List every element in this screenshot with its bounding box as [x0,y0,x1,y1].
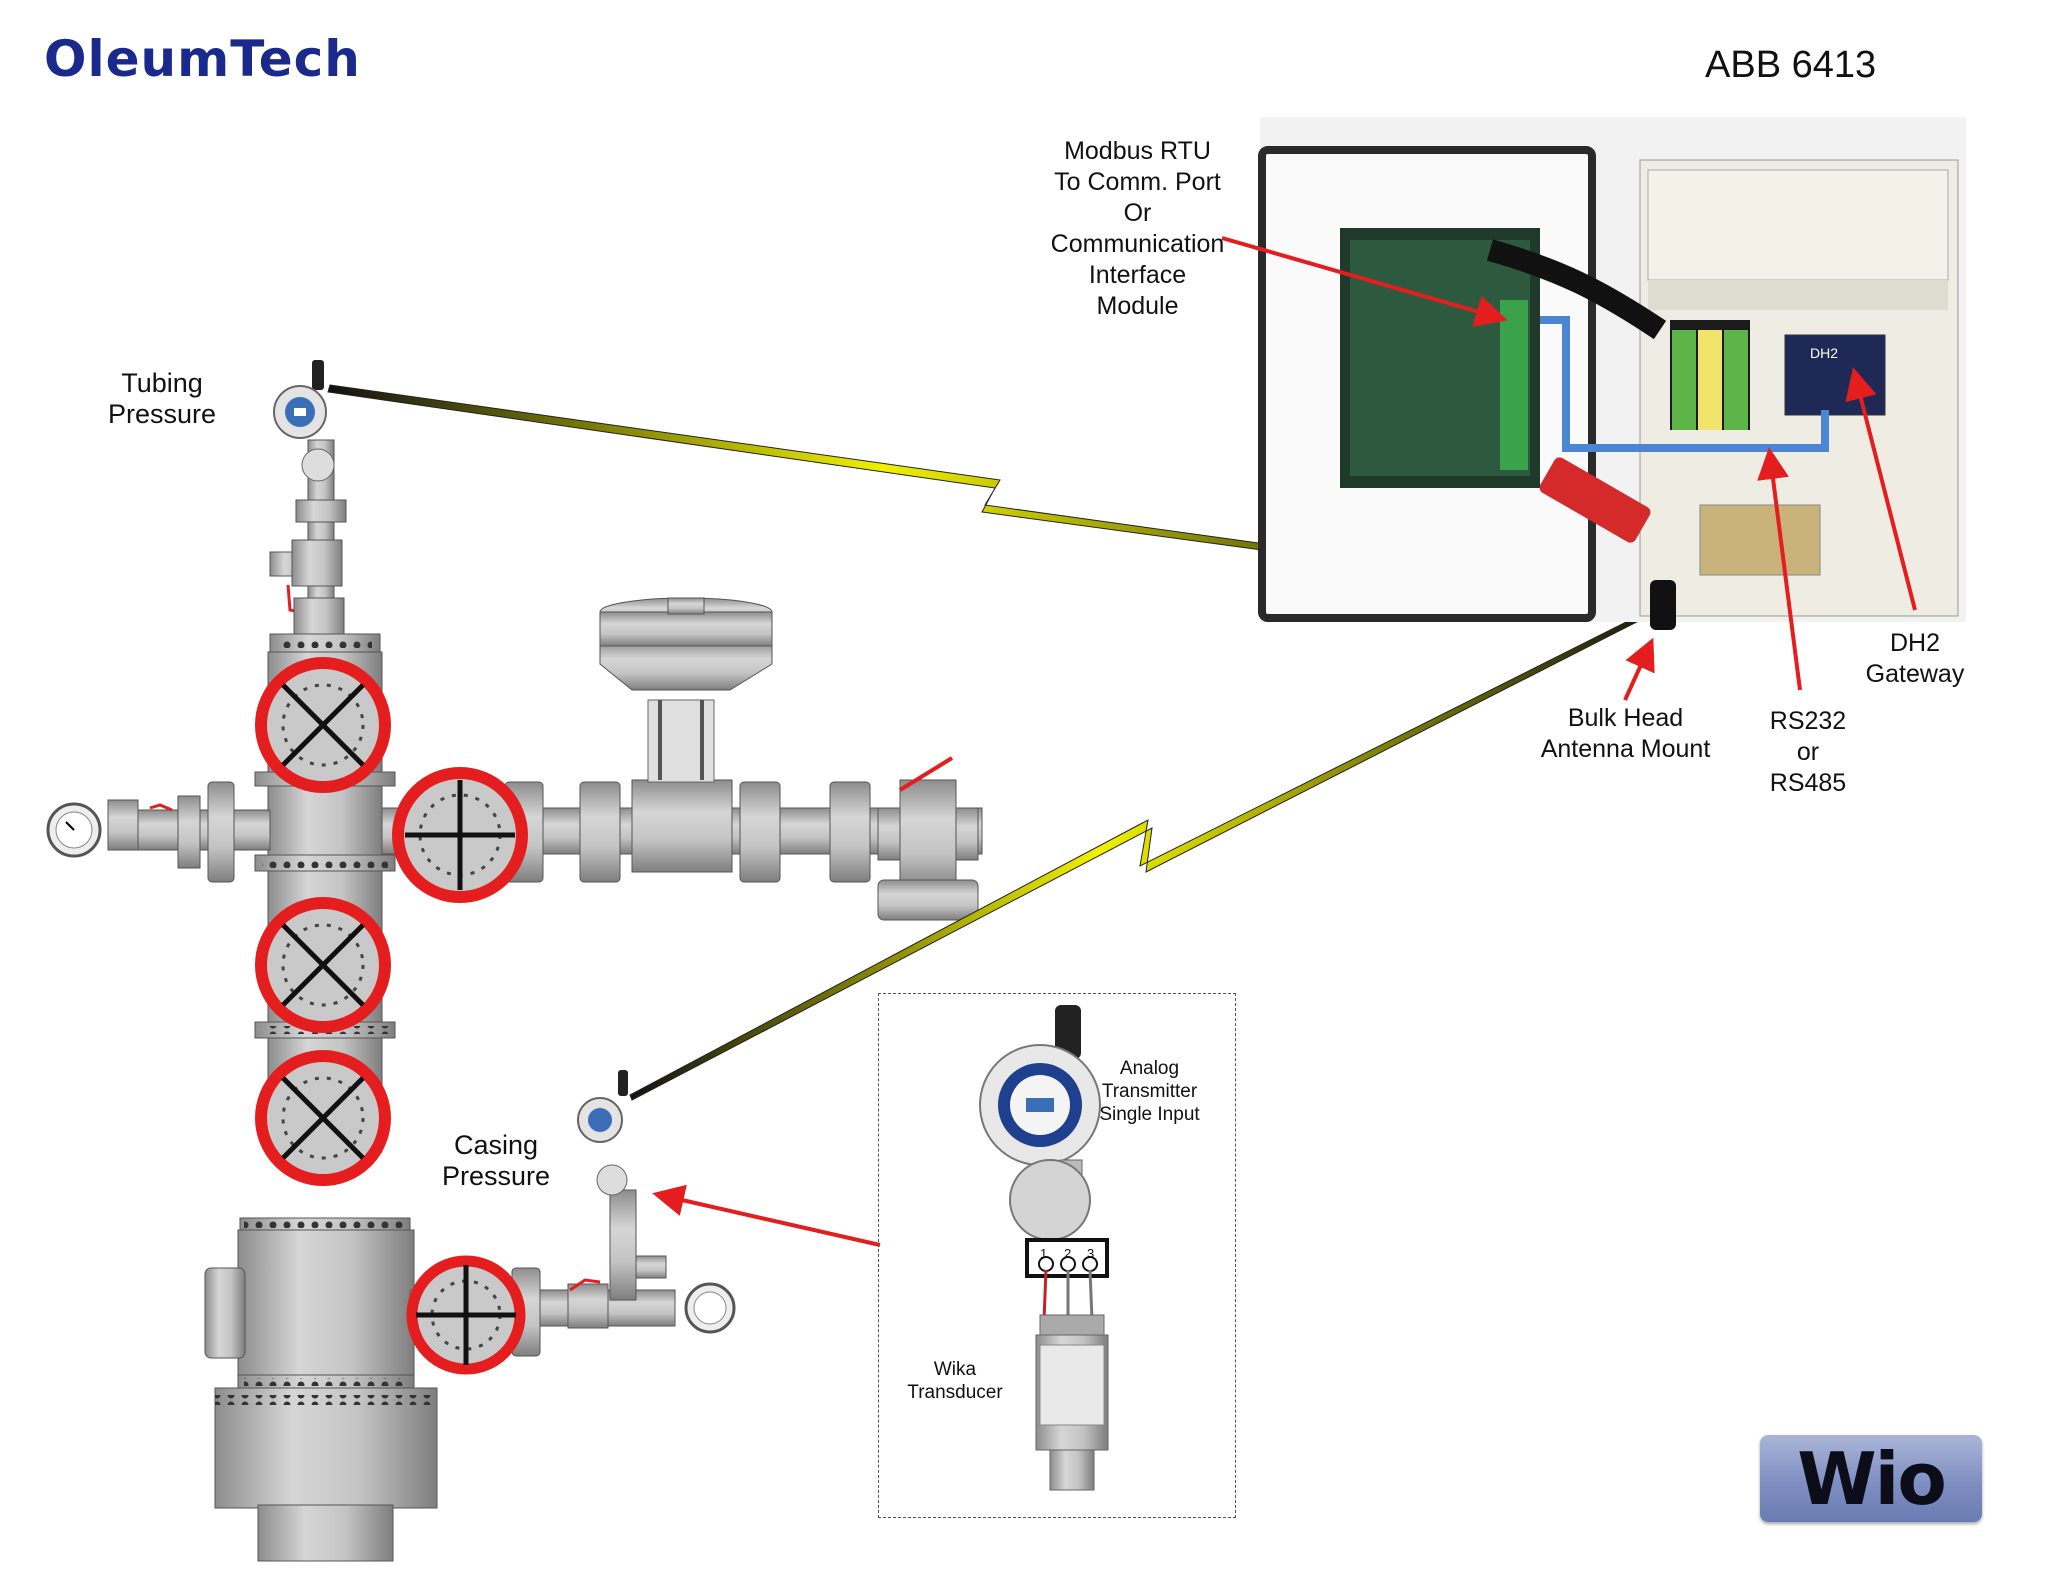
inset-box [878,993,1236,1518]
dh2-module-label: DH2 [1810,345,1838,361]
terminal-1: 1 [1040,1246,1047,1261]
oleumtech-logo: OleumTech [44,30,361,88]
tubing-pressure-label: Tubing Pressure [107,368,217,429]
wio-logo-text: Wio [1797,1437,1947,1521]
terminal-2: 2 [1064,1246,1071,1261]
wellhead-tree [46,439,983,1562]
casing-pressure-label: Casing Pressure [441,1130,551,1191]
annotation-arrows [652,236,1917,1247]
wio-logo: Wio [1760,1435,1982,1522]
valve-markers [255,657,528,1375]
valve-plus-casing [406,1255,526,1375]
valve-x-lower [255,1050,391,1186]
valve-plus-wing [392,767,528,903]
casing-transmitter [577,1070,628,1196]
dh2-gateway-label: DH2 Gateway [1865,629,1965,688]
bulk-head-label: Bulk Head Antenna Mount [1540,704,1711,763]
terminal-3: 3 [1087,1246,1094,1261]
tubing-transmitter [273,360,335,482]
rs232-label: RS232 or RS485 [1769,707,1847,797]
diagram-title: ABB 6413 [1705,44,1877,86]
abb-enclosure: DH2 [1258,117,1966,630]
inset-transmitter-assembly: 1 2 3 [979,1005,1109,1491]
wika-transducer-label: Wika Transducer [907,1359,1003,1403]
modbus-label: Modbus RTU To Comm. Port Or Communicatio… [1050,137,1225,320]
valve-x-upper [255,657,391,793]
analog-transmitter-label: Analog Transmitter Single Input [1099,1058,1200,1125]
valve-x-middle [255,897,391,1033]
